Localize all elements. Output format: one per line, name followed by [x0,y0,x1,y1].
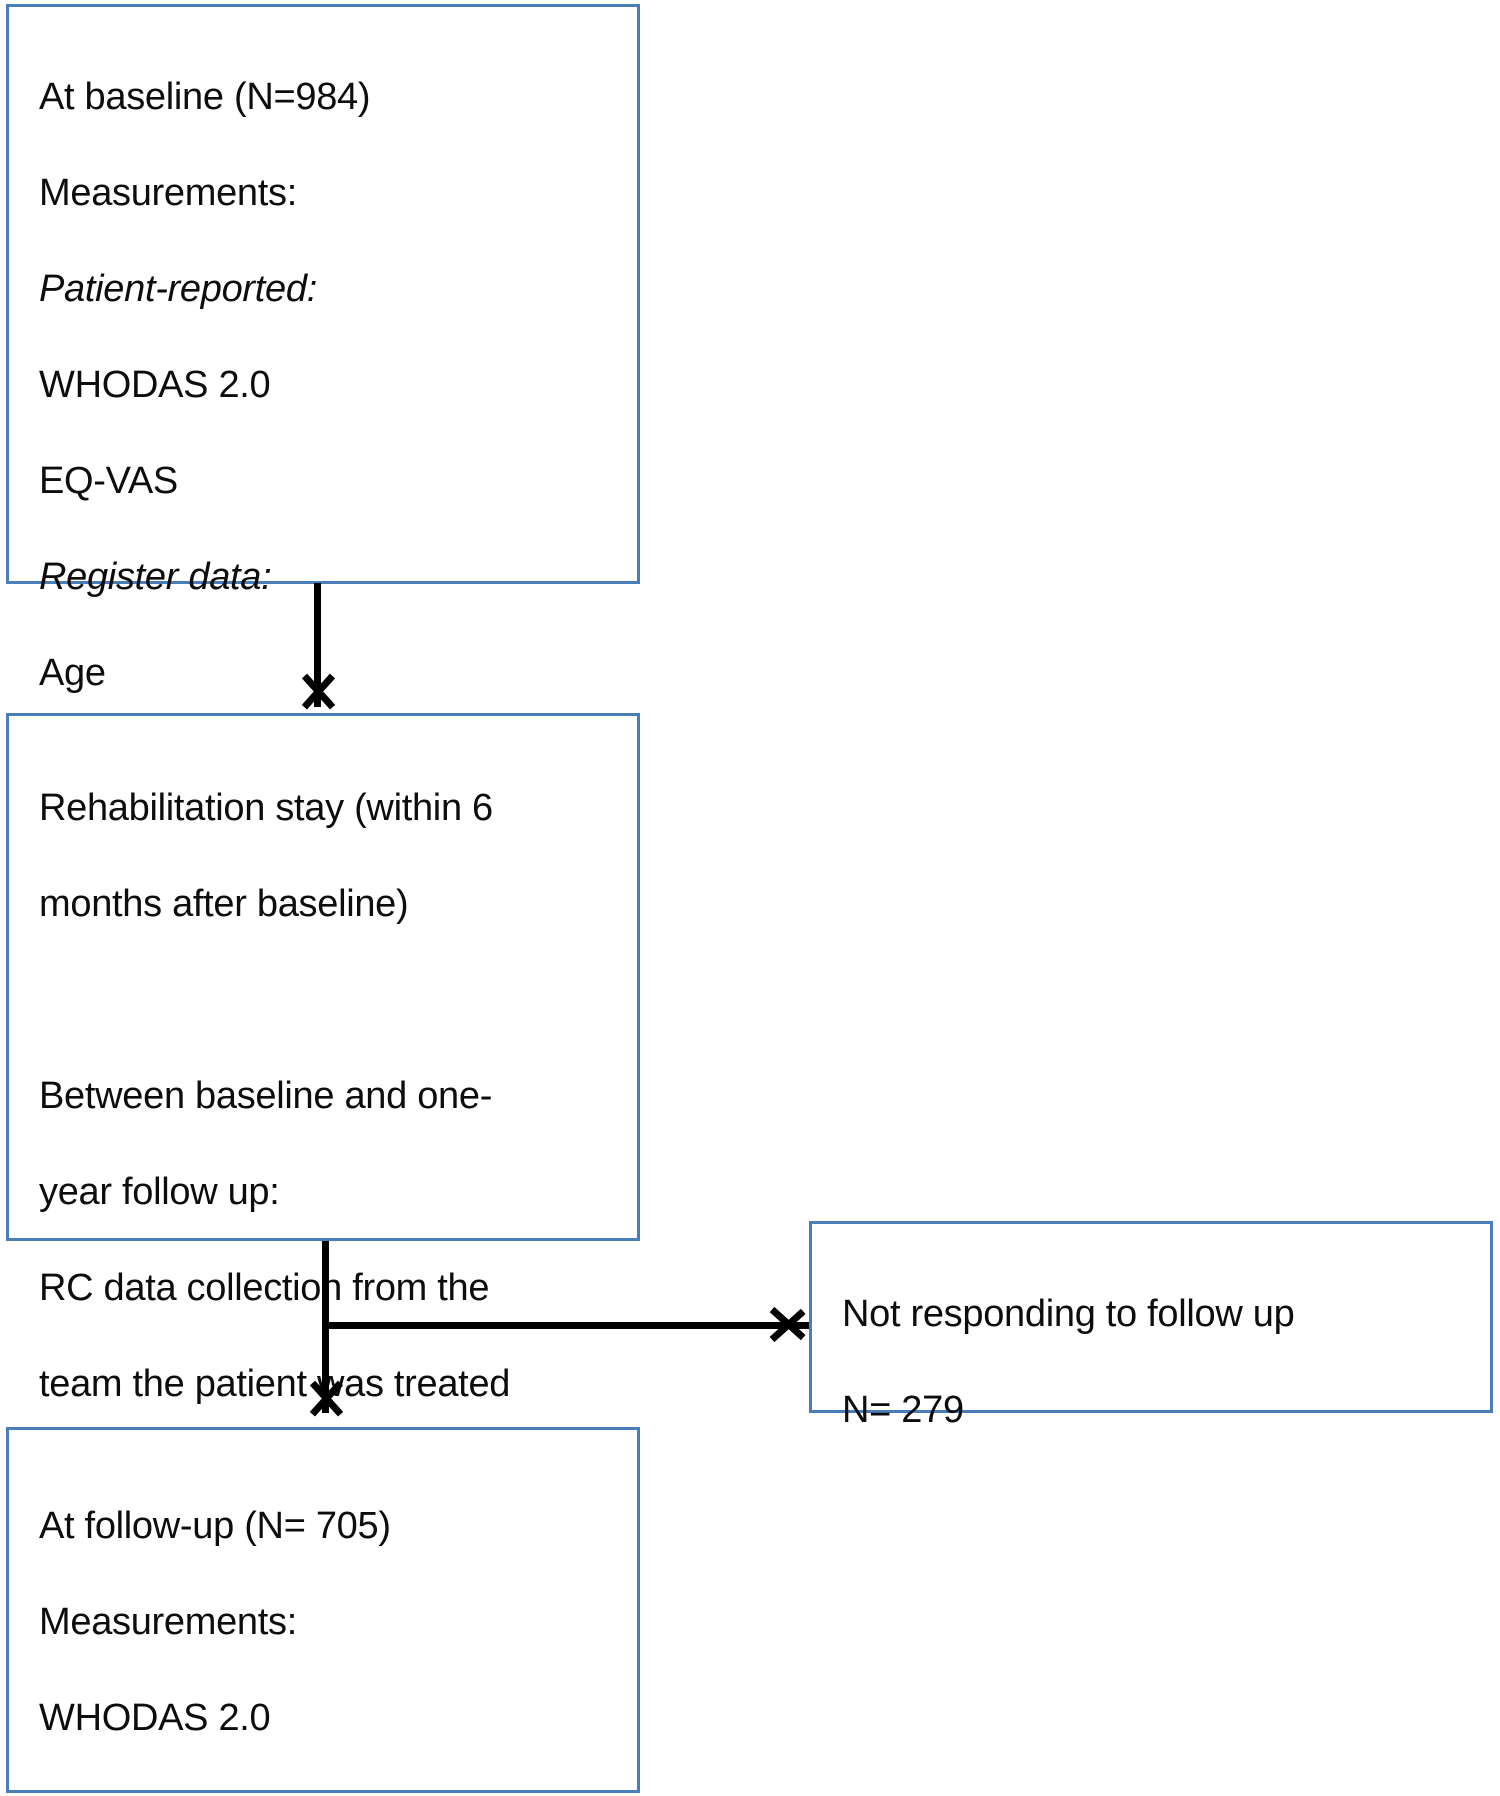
connector-rehab-to-followup-arrowhead-icon [304,1383,348,1427]
followup-line-whodas: WHODAS 2.0 [39,1697,271,1739]
baseline-line-eqvas: EQ-VAS [39,460,178,502]
rehab-line-0: Rehabilitation stay (within 6 [39,787,493,829]
baseline-line-measurements: Measurements: [39,172,297,214]
box-at-follow-up: At follow-up (N= 705) Measurements: WHOD… [6,1427,640,1796]
not-responding-line-count: N= 279 [842,1389,964,1431]
rehab-line-1: months after baseline) [39,883,409,925]
box-at-follow-up-text: At follow-up (N= 705) Measurements: WHOD… [39,1454,625,1796]
connector-rehab-to-not-responding-line [322,1322,816,1329]
followup-line-eqvas: EQ-VAS [39,1790,625,1796]
baseline-line-register-data: Register data: [39,556,272,598]
rehab-line-5: RC data collection from the [39,1267,490,1309]
followup-line-title: At follow-up (N= 705) [39,1505,391,1547]
baseline-line-whodas: WHODAS 2.0 [39,364,271,406]
box-not-responding-text: Not responding to follow up N= 279 [842,1242,1478,1482]
baseline-line-title: At baseline (N=984) [39,76,371,118]
rehab-line-4: year follow up: [39,1171,280,1213]
rehab-line-6: team the patient was treated [39,1363,511,1405]
baseline-line-age: Age [39,652,106,694]
baseline-line-patient-reported: Patient-reported: [39,268,317,310]
box-rehabilitation-stay: Rehabilitation stay (within 6 months aft… [6,713,640,1501]
box-not-responding: Not responding to follow up N= 279 [809,1221,1493,1431]
box-at-baseline: At baseline (N=984) Measurements: Patien… [6,4,640,982]
not-responding-line-label: Not responding to follow up [842,1293,1295,1335]
connector-baseline-to-rehab-line [314,583,321,707]
rehab-line-3: Between baseline and one- [39,1075,493,1117]
rehab-line-blank [39,976,625,1024]
followup-line-measurements: Measurements: [39,1601,297,1643]
